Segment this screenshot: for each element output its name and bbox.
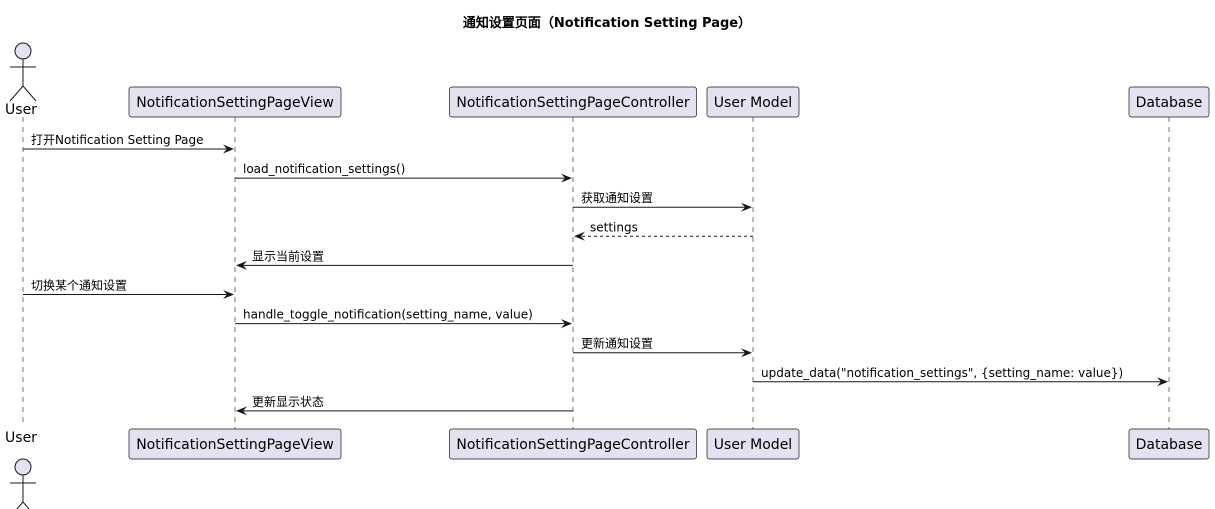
- participant-label: Database: [1136, 437, 1203, 453]
- actor-figure: [9, 59, 37, 102]
- participant-label: User Model: [714, 437, 792, 453]
- arrow-head-icon: [574, 231, 585, 241]
- message-7: handle_toggle_notification(setting_name,…: [235, 308, 572, 329]
- arrow-head-icon: [223, 290, 234, 299]
- message-label: settings: [590, 220, 638, 234]
- participant-box: [706, 86, 800, 118]
- participant-box: [128, 428, 342, 460]
- participant-database-top: Database: [1128, 86, 1210, 118]
- participant-view-bottom: NotificationSettingPageView: [128, 428, 342, 460]
- arrow-head-icon: [561, 173, 572, 183]
- actor-label: User: [5, 430, 37, 446]
- message-4: settings: [574, 220, 753, 241]
- actor-figure: [10, 475, 36, 509]
- message-9: update_data("notification_settings", {se…: [753, 366, 1168, 387]
- participant-box: [1128, 86, 1210, 118]
- message-label: 获取通知设置: [581, 191, 653, 205]
- participant-box: [128, 86, 342, 118]
- participant-model-bottom: User Model: [706, 428, 800, 460]
- participant-box: [706, 428, 800, 460]
- message-label: 更新显示状态: [252, 394, 324, 409]
- message-1: 打开Notification Setting Page: [23, 133, 234, 154]
- message-label: 打开Notification Setting Page: [31, 133, 204, 147]
- arrow-head-icon: [236, 260, 247, 270]
- diagram-title: 通知设置页面（Notification Setting Page）: [463, 15, 751, 31]
- message-label: 显示当前设置: [252, 248, 324, 263]
- arrow-head-icon: [741, 202, 752, 212]
- participant-view-top: NotificationSettingPageView: [128, 86, 342, 118]
- actor-user-bottom: User: [5, 430, 37, 509]
- arrow-head-icon: [741, 348, 752, 358]
- participant-label: NotificationSettingPageView: [136, 95, 334, 111]
- participant-controller-bottom: NotificationSettingPageController: [449, 428, 697, 460]
- participant-label: User Model: [714, 95, 792, 111]
- message-label: handle_toggle_notification(setting_name,…: [243, 308, 533, 322]
- message-10: 更新显示状态: [236, 394, 573, 416]
- participant-label: Database: [1136, 95, 1203, 111]
- actor-label: User: [5, 102, 37, 118]
- participant-controller-top: NotificationSettingPageController: [449, 86, 697, 118]
- message-3: 获取通知设置: [573, 191, 752, 212]
- participant-box: [1128, 428, 1210, 460]
- message-label: 更新通知设置: [581, 336, 653, 351]
- participant-box: [449, 86, 697, 118]
- participant-box: [449, 428, 697, 460]
- participant-label: NotificationSettingPageView: [136, 437, 334, 453]
- message-6: 切换某个通知设置: [23, 279, 234, 299]
- arrow-head-icon: [1157, 377, 1168, 387]
- message-2: load_notification_settings(): [235, 162, 572, 183]
- participant-model-top: User Model: [706, 86, 800, 118]
- arrow-head-icon: [236, 406, 247, 416]
- message-label: load_notification_settings(): [243, 162, 405, 176]
- arrow-head-icon: [223, 144, 234, 154]
- participant-database-bottom: Database: [1128, 428, 1210, 460]
- message-label: update_data("notification_settings", {se…: [761, 366, 1123, 380]
- actor-user-top: User: [5, 42, 37, 118]
- message-5: 显示当前设置: [236, 248, 573, 270]
- message-label: 切换某个通知设置: [31, 279, 127, 293]
- message-8: 更新通知设置: [573, 336, 752, 358]
- arrow-head-icon: [561, 319, 572, 329]
- participant-label: NotificationSettingPageController: [456, 95, 689, 111]
- actor-icon: [14, 42, 32, 60]
- actor-icon: [14, 458, 32, 476]
- participant-label: NotificationSettingPageController: [456, 437, 689, 453]
